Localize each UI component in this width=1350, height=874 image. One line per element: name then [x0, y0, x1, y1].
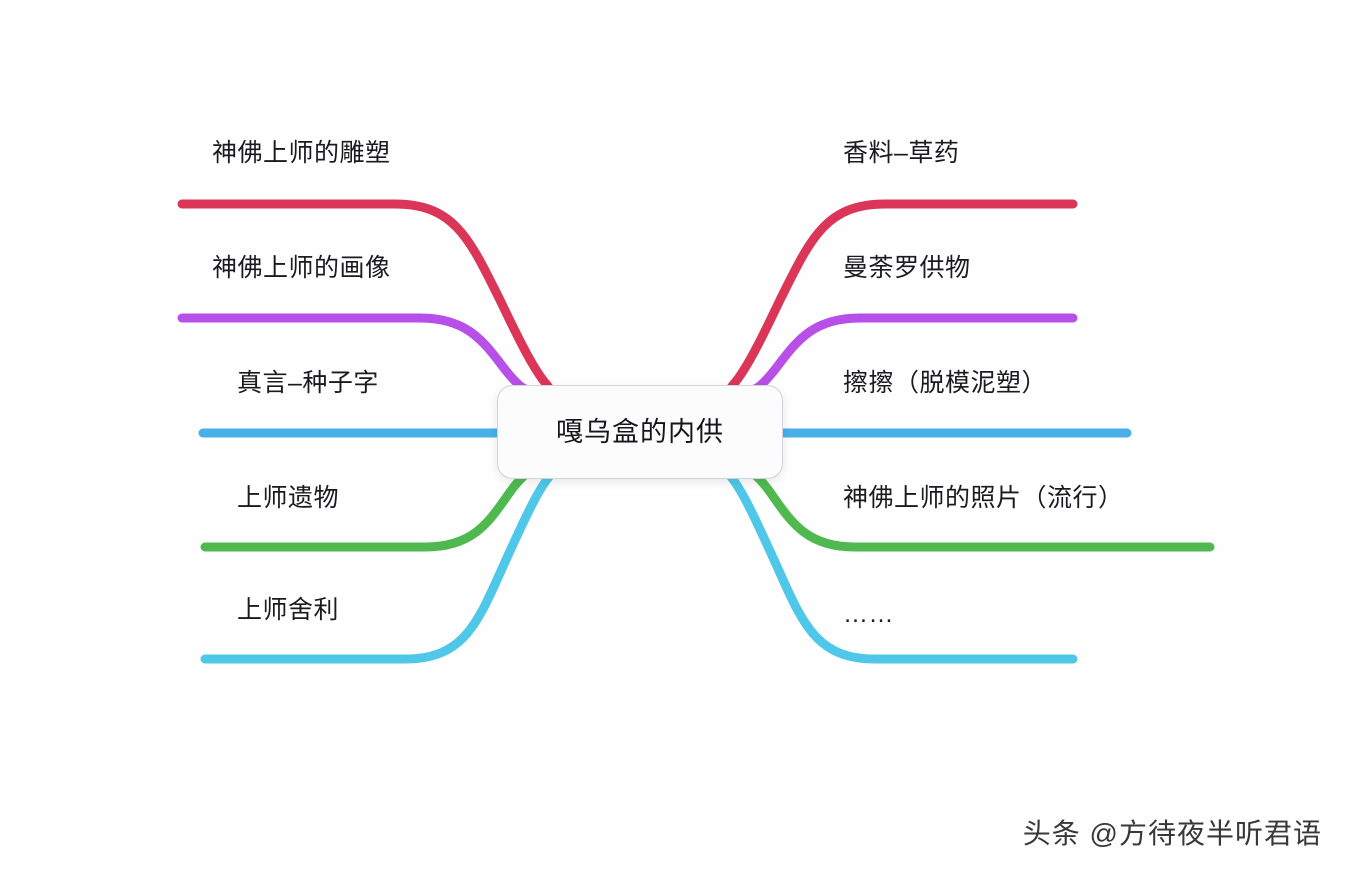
branch-label-left-5[interactable]: 上师舍利	[237, 596, 340, 624]
branch-line-right-5	[726, 472, 1078, 664]
branch-label-right-2[interactable]: 曼荼罗供物	[843, 254, 971, 282]
branch-label-right-3[interactable]: 擦擦（脱模泥塑）	[843, 369, 1048, 397]
branch-label-left-3[interactable]: 真言–种子字	[237, 369, 379, 397]
center-node-label: 嘎乌盒的内供	[556, 416, 724, 447]
watermark: 头条 @方待夜半听君语	[1022, 818, 1322, 849]
center-node[interactable]: 嘎乌盒的内供	[497, 385, 783, 479]
branch-label-left-1[interactable]: 神佛上师的雕塑	[212, 139, 391, 167]
branch-line-left-1	[177, 199, 553, 391]
branch-line-right-1	[727, 199, 1078, 391]
branch-label-right-4[interactable]: 神佛上师的照片（流行）	[843, 484, 1124, 512]
branch-label-left-2[interactable]: 神佛上师的画像	[212, 254, 391, 282]
branch-label-right-5[interactable]: ……	[843, 600, 894, 628]
branch-label-left-4[interactable]: 上师遗物	[237, 484, 340, 512]
branch-line-left-5	[200, 472, 554, 664]
branch-label-right-1[interactable]: 香料–草药	[843, 139, 960, 167]
